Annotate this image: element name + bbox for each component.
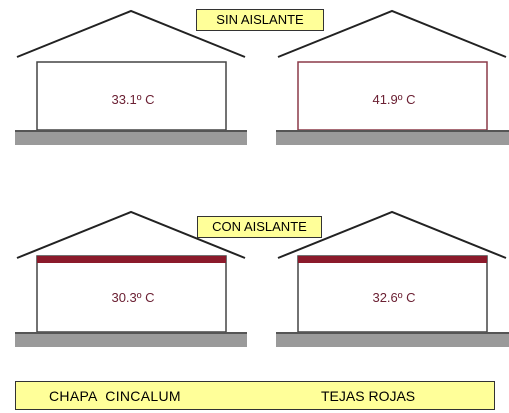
ground bbox=[15, 130, 247, 145]
footer-legend: CHAPA CINCALUM TEJAS ROJAS bbox=[15, 381, 495, 410]
house-top-right bbox=[276, 9, 509, 145]
temperature-bottom-left: 30.3º C bbox=[111, 290, 155, 305]
roof bbox=[277, 210, 507, 259]
ground-top-edge bbox=[276, 332, 509, 334]
walls bbox=[297, 61, 488, 131]
ground-top-edge bbox=[15, 130, 247, 132]
ground-top-edge bbox=[276, 130, 509, 132]
walls bbox=[36, 255, 227, 333]
house-bottom-right bbox=[276, 210, 509, 347]
label-sin-aislante: SIN AISLANTE bbox=[196, 9, 324, 31]
ground bbox=[276, 130, 509, 145]
insulation-layer bbox=[298, 256, 487, 263]
temperature-bottom-right: 32.6º C bbox=[372, 290, 416, 305]
house-top-left bbox=[15, 9, 247, 145]
ground bbox=[15, 332, 247, 347]
label-con-aislante: CON AISLANTE bbox=[197, 216, 322, 238]
ground bbox=[276, 332, 509, 347]
roof bbox=[16, 210, 246, 259]
footer-label-chapa-cincalum: CHAPA CINCALUM bbox=[49, 388, 181, 404]
insulation-layer bbox=[37, 256, 226, 263]
temperature-top-right: 41.9º C bbox=[372, 92, 416, 107]
roof bbox=[16, 9, 246, 58]
house-bottom-left bbox=[15, 210, 247, 347]
footer-label-tejas-rojas: TEJAS ROJAS bbox=[321, 388, 416, 404]
roof bbox=[277, 9, 507, 58]
ground-top-edge bbox=[15, 332, 247, 334]
temperature-top-left: 33.1º C bbox=[111, 92, 155, 107]
walls bbox=[297, 255, 488, 333]
